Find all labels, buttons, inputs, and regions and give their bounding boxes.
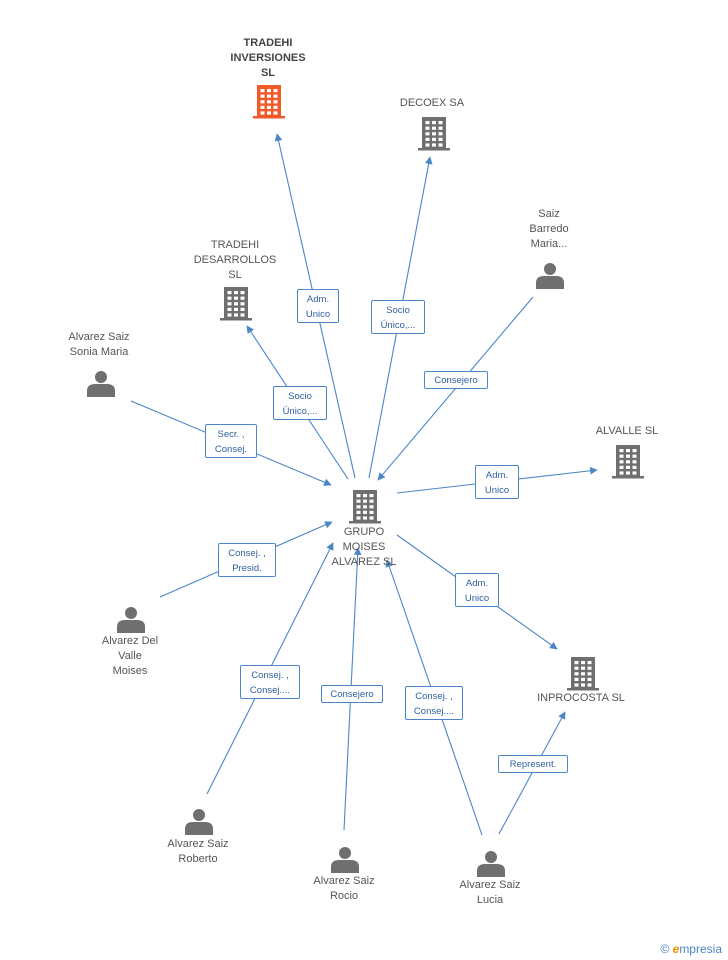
- edge-label-lucia-to-inprocosta[interactable]: Represent.: [498, 755, 568, 773]
- edge-label-line: Represent.: [509, 759, 557, 770]
- edge-label-line: Consej....: [413, 706, 455, 717]
- node-label-line: Alvarez Saiz: [459, 879, 521, 891]
- edge-label-line: Adm.: [485, 470, 509, 481]
- brand-name: mpresia: [679, 942, 722, 956]
- building-icon-inprocosta[interactable]: [567, 657, 599, 691]
- building-icon-tradehi_inv[interactable]: [253, 85, 285, 119]
- edge-label-line: Único,...: [380, 320, 416, 331]
- building-icon-alvalle[interactable]: [612, 445, 644, 479]
- person-icon-rocio[interactable]: [331, 847, 359, 873]
- edge-label-line: Consejero: [330, 689, 374, 700]
- edge-label-line: Unico: [464, 593, 490, 604]
- node-label-line: Alvarez Saiz: [68, 331, 130, 343]
- node-label-line: Moises: [112, 665, 148, 677]
- node-label-line: GRUPO: [343, 526, 385, 538]
- edge-label-rocio-to-grupo[interactable]: Consejero: [321, 685, 383, 703]
- edge-label-lucia-to-grupo[interactable]: Consej. , Consej....: [405, 686, 463, 720]
- node-label-line: INVERSIONES: [230, 52, 306, 64]
- edge-label-line: Unico: [305, 309, 331, 320]
- edge-label-line: Consej.: [214, 444, 248, 455]
- edge-label-line: Consej....: [249, 685, 291, 696]
- node-label-line: Valle: [118, 650, 142, 662]
- node-label-line: Lucia: [476, 894, 504, 906]
- edge-label-line: Adm.: [306, 294, 330, 305]
- edge-label-grupo-to-tradehi_inv[interactable]: Adm. Unico: [297, 289, 339, 323]
- person-icon-lucia[interactable]: [477, 851, 505, 877]
- person-icon-saiz_barredo[interactable]: [536, 263, 564, 289]
- node-label-line: ALVAREZ SL: [331, 556, 397, 568]
- brand-initial: e: [672, 942, 680, 956]
- node-label-line: TRADEHI: [210, 239, 260, 251]
- node-label-line: Roberto: [178, 853, 218, 865]
- node-label-tradehi_inv[interactable]: TRADEHI INVERSIONES SL: [218, 36, 318, 81]
- edge-label-line: Consej. ,: [228, 548, 266, 559]
- node-label-line: Saiz: [538, 208, 560, 220]
- edge-label-line: Socio: [386, 305, 410, 316]
- building-icon-grupo[interactable]: [349, 490, 381, 524]
- edge-label-line: Socio: [288, 391, 312, 402]
- empresia-watermark: © empresia: [660, 942, 722, 956]
- node-label-grupo[interactable]: GRUPO MOISES ALVAREZ SL: [319, 525, 409, 570]
- person-icon-sonia[interactable]: [87, 371, 115, 397]
- node-label-decoex[interactable]: DECOEX SA: [387, 96, 477, 111]
- edge-label-roberto-to-grupo[interactable]: Consej. , Consej....: [240, 665, 300, 699]
- edge-label-saiz_barredo-to-grupo[interactable]: Consejero: [424, 371, 488, 389]
- node-label-tradehi_des[interactable]: TRADEHI DESARROLLOS SL: [185, 238, 285, 283]
- node-label-line: TRADEHI: [243, 37, 293, 49]
- edge-label-line: Unico: [484, 485, 510, 496]
- node-label-alvalle[interactable]: ALVALLE SL: [582, 424, 672, 439]
- copyright-symbol: ©: [660, 942, 670, 956]
- edge-lucia-to-inprocosta: [498, 711, 566, 835]
- person-icon-roberto[interactable]: [185, 809, 213, 835]
- edge-label-line: Consejero: [434, 375, 478, 386]
- node-label-line: Maria...: [530, 238, 568, 250]
- edge-label-grupo-to-alvalle[interactable]: Adm. Unico: [475, 465, 519, 499]
- node-label-line: DESARROLLOS: [193, 254, 277, 266]
- node-label-line: Rocio: [329, 890, 359, 902]
- node-label-line: INPROCOSTA SL: [537, 692, 625, 704]
- node-label-line: Barredo: [529, 223, 569, 235]
- building-icon-tradehi_des[interactable]: [220, 287, 252, 321]
- edge-label-grupo-to-inprocosta[interactable]: Adm. Unico: [455, 573, 499, 607]
- node-label-line: DECOEX SA: [399, 97, 465, 109]
- node-label-line: Alvarez Saiz: [167, 838, 229, 850]
- node-label-line: MOISES: [342, 541, 386, 553]
- node-label-line: Sonia Maria: [69, 346, 129, 358]
- node-label-line: Alvarez Del: [101, 635, 159, 647]
- node-label-line: ALVALLE SL: [595, 425, 659, 437]
- edge-label-line: Consej. ,: [415, 691, 453, 702]
- edge-label-line: Único,...: [282, 406, 318, 417]
- edge-label-moises-to-grupo[interactable]: Consej. , Presid.: [218, 543, 276, 577]
- building-icon-decoex[interactable]: [418, 117, 450, 151]
- edge-label-line: Adm.: [465, 578, 489, 589]
- node-label-line: SL: [228, 269, 242, 281]
- edge-label-sonia-to-grupo[interactable]: Secr. , Consej.: [205, 424, 257, 458]
- node-label-line: SL: [260, 67, 276, 79]
- edge-label-line: Consej. ,: [251, 670, 289, 681]
- person-icon-moises[interactable]: [117, 607, 145, 633]
- node-label-line: Alvarez Saiz: [313, 875, 375, 887]
- edge-label-line: Presid.: [232, 563, 262, 574]
- edge-label-line: Secr. ,: [217, 429, 245, 440]
- node-label-inprocosta[interactable]: INPROCOSTA SL: [526, 691, 636, 706]
